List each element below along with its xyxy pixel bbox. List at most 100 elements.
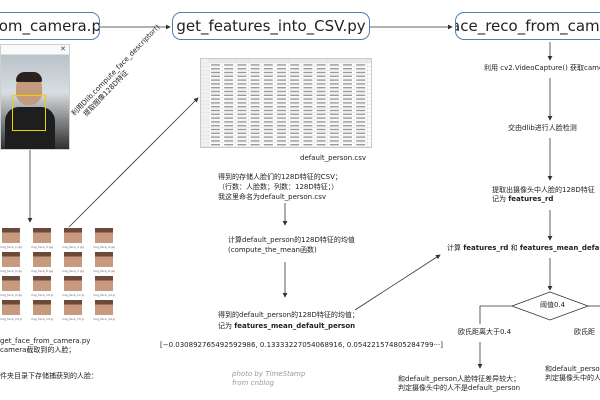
csv-cell xyxy=(290,132,300,134)
face-thumbnail: img_face_4.jpg xyxy=(93,227,115,250)
csv-cell xyxy=(250,128,260,131)
csv-cell xyxy=(303,71,313,74)
csv-cell xyxy=(224,87,234,89)
csv-cell xyxy=(263,64,273,66)
csv-cell xyxy=(224,71,234,74)
csv-cell xyxy=(211,68,220,70)
csv-cell xyxy=(224,136,234,138)
csv-cell xyxy=(250,102,260,104)
csv-cell xyxy=(224,83,234,85)
csv-cell xyxy=(343,121,352,123)
face-thumbnail: img_face_9.jpg xyxy=(0,275,22,298)
csv-cell xyxy=(237,128,247,131)
csv-cell xyxy=(224,117,234,119)
csv-cell xyxy=(343,87,352,89)
csv-cell xyxy=(356,94,366,96)
csv-cell xyxy=(237,71,247,74)
csv-cell xyxy=(263,109,273,112)
csv-cell xyxy=(224,68,234,70)
csv-cell xyxy=(250,144,260,146)
csv-cell xyxy=(303,117,313,119)
csv-cell xyxy=(224,90,234,93)
csv-cell xyxy=(211,98,220,100)
csv-cell xyxy=(237,144,247,146)
csv-cell xyxy=(237,75,247,77)
csv-cell xyxy=(277,117,286,119)
csv-cell xyxy=(343,79,352,81)
csv-cell xyxy=(356,64,366,66)
csv-cell xyxy=(290,121,300,123)
csv-cell xyxy=(316,140,326,142)
result-match: 和default_person 判定摄像头中的人 xyxy=(545,365,600,382)
csv-cell xyxy=(263,136,273,138)
thumbnail-caption: img_face_10.jpg xyxy=(31,293,53,297)
csv-cell xyxy=(237,87,247,89)
csv-cell xyxy=(356,132,366,134)
threshold-label: 阈值0.4 xyxy=(540,301,566,309)
csv-cell xyxy=(250,83,260,85)
csv-cell xyxy=(224,109,234,112)
csv-cell xyxy=(329,136,339,138)
csv-cell xyxy=(329,125,339,127)
csv-cell xyxy=(343,68,352,70)
csv-cell xyxy=(316,75,326,77)
csv-cell xyxy=(224,144,234,146)
csv-cell xyxy=(263,79,273,81)
csv-cell xyxy=(303,83,313,85)
person-body xyxy=(5,107,55,149)
csv-cell xyxy=(303,75,313,77)
csv-cell xyxy=(211,144,220,146)
csv-cell xyxy=(237,79,247,81)
csv-cell xyxy=(211,106,220,108)
csv-cell xyxy=(211,90,220,93)
csv-cell xyxy=(277,109,286,112)
csv-grid xyxy=(201,59,371,147)
face-image xyxy=(2,228,20,243)
thumbnail-caption: img_face_14.jpg xyxy=(31,317,53,321)
csv-cell xyxy=(237,117,247,119)
csv-cell xyxy=(211,132,220,134)
result-to-compare-arrow xyxy=(354,254,441,311)
csv-cell xyxy=(263,90,273,93)
thumbnail-caption: img_face_4.jpg xyxy=(93,245,115,249)
csv-cell xyxy=(303,132,313,134)
csv-cell xyxy=(343,109,352,112)
csv-cell xyxy=(343,75,352,77)
header-get-face-from-camera: _from_camera.py xyxy=(0,12,100,40)
csv-cell xyxy=(329,98,339,100)
csv-spreadsheet xyxy=(200,58,372,148)
csv-cell xyxy=(250,117,260,119)
watermark-line-2: from cnblog xyxy=(232,379,275,387)
csv-cell xyxy=(277,132,286,134)
csv-cell xyxy=(250,75,260,77)
step-dlib-detect: 交由dlib进行人脸检测 xyxy=(508,124,577,133)
csv-cell xyxy=(316,136,326,138)
csv-cell xyxy=(277,90,286,93)
csv-cell xyxy=(316,125,326,127)
csv-cell xyxy=(211,94,220,96)
csv-cell xyxy=(290,98,300,100)
csv-description-2: （行数：人脸数；列数：128D特征；） xyxy=(218,183,339,191)
csv-cell xyxy=(263,117,273,119)
csv-cell xyxy=(211,128,220,131)
csv-cell xyxy=(277,144,286,146)
csv-cell xyxy=(224,106,234,108)
csv-cell xyxy=(224,75,234,77)
csv-cell xyxy=(290,140,300,142)
csv-cell xyxy=(343,125,352,127)
thumbnail-caption: img_face_9.jpg xyxy=(0,293,22,297)
csv-cell xyxy=(250,64,260,66)
csv-cell xyxy=(343,128,352,131)
csv-cell xyxy=(237,68,247,70)
csv-cell xyxy=(316,144,326,146)
csv-cell xyxy=(290,109,300,112)
face-image xyxy=(2,300,20,315)
csv-cell xyxy=(277,113,286,115)
csv-cell xyxy=(343,98,352,100)
csv-description-1: 得到的存储人脸们的128D特征的CSV； xyxy=(218,173,342,181)
thumbs-to-csv-arrow xyxy=(67,97,199,229)
face-thumbnail: img_face_5.jpg xyxy=(0,251,22,274)
csv-cell xyxy=(224,125,234,127)
csv-cell xyxy=(211,102,220,104)
face-thumbnail: img_face_6.jpg xyxy=(31,251,53,274)
